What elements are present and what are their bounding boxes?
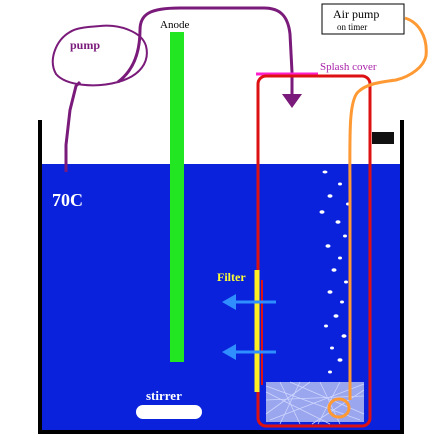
pump-outlet-tube bbox=[117, 6, 294, 96]
air-pump-label: Air pump bbox=[333, 7, 379, 21]
anode-rod bbox=[170, 32, 184, 362]
heater-clip bbox=[372, 132, 394, 144]
filter-label: Filter bbox=[217, 270, 246, 284]
splash-cover-label: Splash cover bbox=[320, 61, 377, 73]
pump-label: pump bbox=[70, 38, 100, 52]
anode-label: Anode bbox=[160, 19, 189, 31]
stirrer-bar bbox=[136, 405, 202, 419]
pump-inlet-tube bbox=[64, 80, 82, 172]
filter-box bbox=[256, 74, 372, 428]
outlet-arrow-icon bbox=[282, 94, 302, 108]
air-bubbles bbox=[319, 170, 350, 374]
air-stone bbox=[327, 397, 351, 419]
tank-wall bbox=[38, 120, 404, 434]
stirrer-label: stirrer bbox=[146, 388, 182, 403]
air-pump-box bbox=[321, 3, 405, 35]
temperature-label: 70C bbox=[52, 190, 83, 210]
on-timer-label: on timer bbox=[337, 22, 367, 32]
flow-arrow-icon bbox=[222, 294, 276, 360]
pump-icon bbox=[51, 24, 148, 87]
air-pump-tube bbox=[348, 16, 428, 400]
